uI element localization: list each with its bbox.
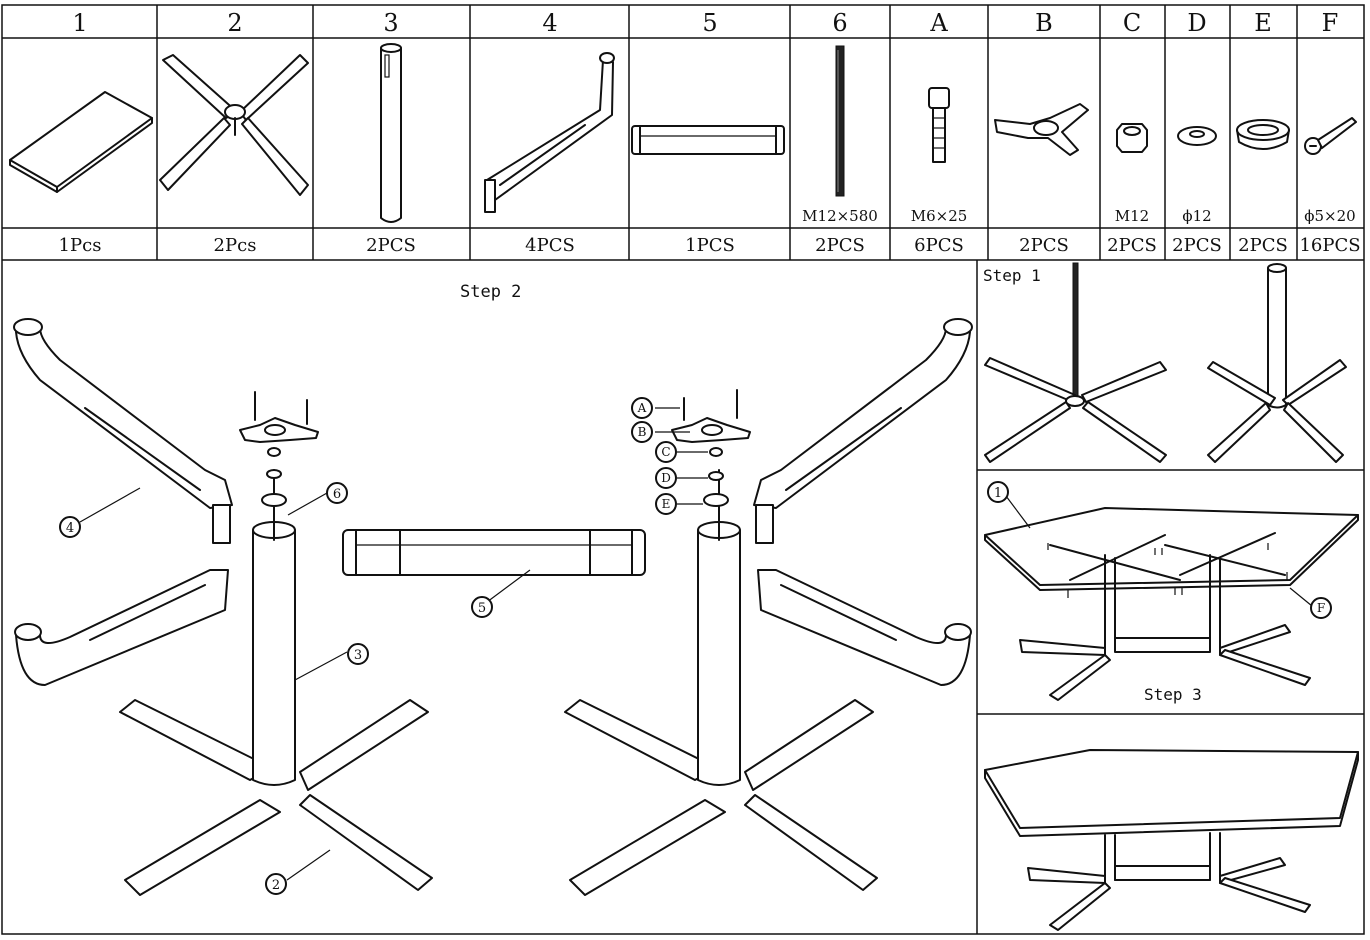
leg-arm-illustration bbox=[484, 52, 615, 213]
callout-f: F bbox=[1317, 601, 1325, 615]
part-qty-1: 1Pcs bbox=[59, 235, 102, 256]
part-spec-6: M12×580 bbox=[802, 207, 878, 225]
part-id-b: B bbox=[1035, 9, 1053, 37]
part-id-1: 1 bbox=[72, 9, 87, 37]
part-id-2: 2 bbox=[227, 9, 242, 37]
step-3-label: Step 3 bbox=[1144, 685, 1202, 704]
screw-illustration bbox=[1304, 117, 1357, 155]
part-qty-b: 2PCS bbox=[1019, 235, 1069, 256]
parts-table bbox=[1, 4, 1365, 935]
part-id-5: 5 bbox=[702, 9, 717, 37]
glass-top-illustration bbox=[9, 91, 153, 193]
part-spec-c: M12 bbox=[1115, 207, 1149, 225]
step-1-illustration bbox=[984, 262, 1347, 463]
part-id-4: 4 bbox=[542, 9, 557, 37]
step-2-label: Step 2 bbox=[460, 282, 521, 302]
part-id-f: F bbox=[1322, 9, 1339, 37]
callout-5: 5 bbox=[478, 601, 486, 616]
callout-a: A bbox=[637, 401, 647, 415]
washer-illustration bbox=[1177, 126, 1217, 146]
callout-6: 6 bbox=[333, 487, 341, 502]
column-illustration bbox=[380, 43, 402, 223]
crossbar-illustration bbox=[631, 125, 785, 155]
part-id-d: D bbox=[1187, 9, 1206, 37]
part-qty-f: 16PCS bbox=[1299, 235, 1360, 256]
threaded-rod-illustration bbox=[835, 45, 845, 197]
crossbar-assembly bbox=[342, 529, 646, 606]
callout-2: 2 bbox=[272, 878, 280, 893]
callout-1: 1 bbox=[994, 486, 1002, 501]
part-qty-row: 1Pcs 2Pcs 2PCS 4PCS 1PCS 2PCS 6PCS 2PCS … bbox=[59, 235, 1361, 256]
left-base-assembly bbox=[13, 318, 433, 896]
part-qty-6: 2PCS bbox=[815, 235, 865, 256]
callout-b: B bbox=[638, 425, 647, 439]
part-id-c: C bbox=[1123, 9, 1141, 37]
part-id-6: 6 bbox=[832, 9, 847, 37]
bolt-illustration bbox=[928, 87, 950, 163]
part-id-a: A bbox=[929, 9, 948, 37]
part-spec-a: M6×25 bbox=[911, 207, 968, 225]
callout-d: D bbox=[661, 471, 671, 485]
part-qty-4: 4PCS bbox=[525, 235, 575, 256]
part-spec-f: ϕ5×20 bbox=[1304, 207, 1355, 225]
part-id-3: 3 bbox=[383, 9, 398, 37]
part-qty-3: 2PCS bbox=[366, 235, 416, 256]
part-qty-c: 2PCS bbox=[1107, 235, 1157, 256]
part-id-e: E bbox=[1254, 9, 1272, 37]
part-qty-a: 6PCS bbox=[914, 235, 964, 256]
right-base-assembly bbox=[564, 318, 973, 896]
part-qty-5: 1PCS bbox=[685, 235, 735, 256]
callout-c: C bbox=[661, 445, 670, 459]
cross-base-illustration bbox=[159, 54, 309, 196]
part-id-row: 1 2 3 4 5 6 A B C D E F bbox=[72, 9, 1338, 37]
step-1-label: Step 1 bbox=[983, 266, 1041, 285]
part-qty-d: 2PCS bbox=[1172, 235, 1222, 256]
part-spec-d: ϕ12 bbox=[1182, 207, 1211, 225]
callout-4: 4 bbox=[66, 521, 74, 536]
nut-illustration bbox=[1116, 123, 1148, 153]
step-3-illustration: 1 F bbox=[984, 481, 1359, 701]
step-2-callouts: 4 2 3 6 5 A B C D E bbox=[59, 397, 677, 895]
part-spec-row: M12×580 M6×25 M12 ϕ12 ϕ5×20 bbox=[802, 207, 1356, 225]
callout-e: E bbox=[662, 497, 671, 511]
cup-washer-illustration bbox=[1236, 119, 1290, 150]
callout-3: 3 bbox=[354, 648, 362, 663]
bracket-illustration bbox=[994, 103, 1089, 156]
part-qty-e: 2PCS bbox=[1238, 235, 1288, 256]
assembled-table-illustration bbox=[984, 749, 1359, 931]
part-qty-2: 2Pcs bbox=[214, 235, 257, 256]
